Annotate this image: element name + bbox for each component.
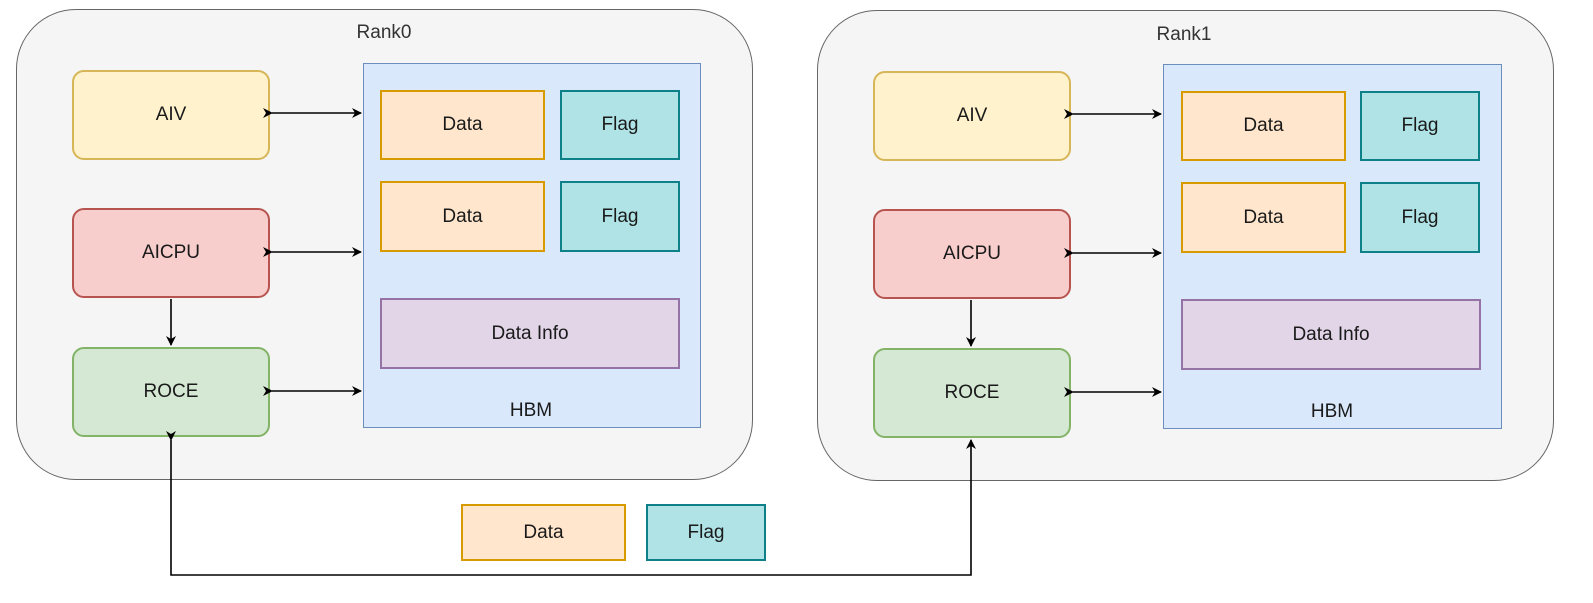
rank1-aicpu: AICPU <box>873 209 1071 299</box>
rank0-data-info: Data Info <box>380 298 680 369</box>
rank1-flag-1: Flag <box>1360 91 1480 161</box>
rank1-hbm-label: HBM <box>1310 401 1354 422</box>
rank0-flag-2: Flag <box>560 181 680 252</box>
rank1-data-2: Data <box>1181 182 1346 253</box>
rank1-roce: ROCE <box>873 348 1071 438</box>
transfer-data: Data <box>461 504 626 561</box>
roce-link-arrow <box>166 431 976 576</box>
rank1-title: Rank1 <box>1156 24 1212 45</box>
rank1-data-info: Data Info <box>1181 299 1481 370</box>
rank0-aicpu: AICPU <box>72 208 270 298</box>
rank0-aiv: AIV <box>72 70 270 160</box>
rank0-flag-1: Flag <box>560 90 680 160</box>
rank0-hbm-label: HBM <box>509 400 553 421</box>
transfer-flag: Flag <box>646 504 766 561</box>
rank0-data-2: Data <box>380 181 545 252</box>
rank1-data-1: Data <box>1181 91 1346 161</box>
rank0-data-1: Data <box>380 90 545 160</box>
rank0-title: Rank0 <box>356 22 412 43</box>
rank1-aiv: AIV <box>873 71 1071 161</box>
rank1-flag-2: Flag <box>1360 182 1480 253</box>
